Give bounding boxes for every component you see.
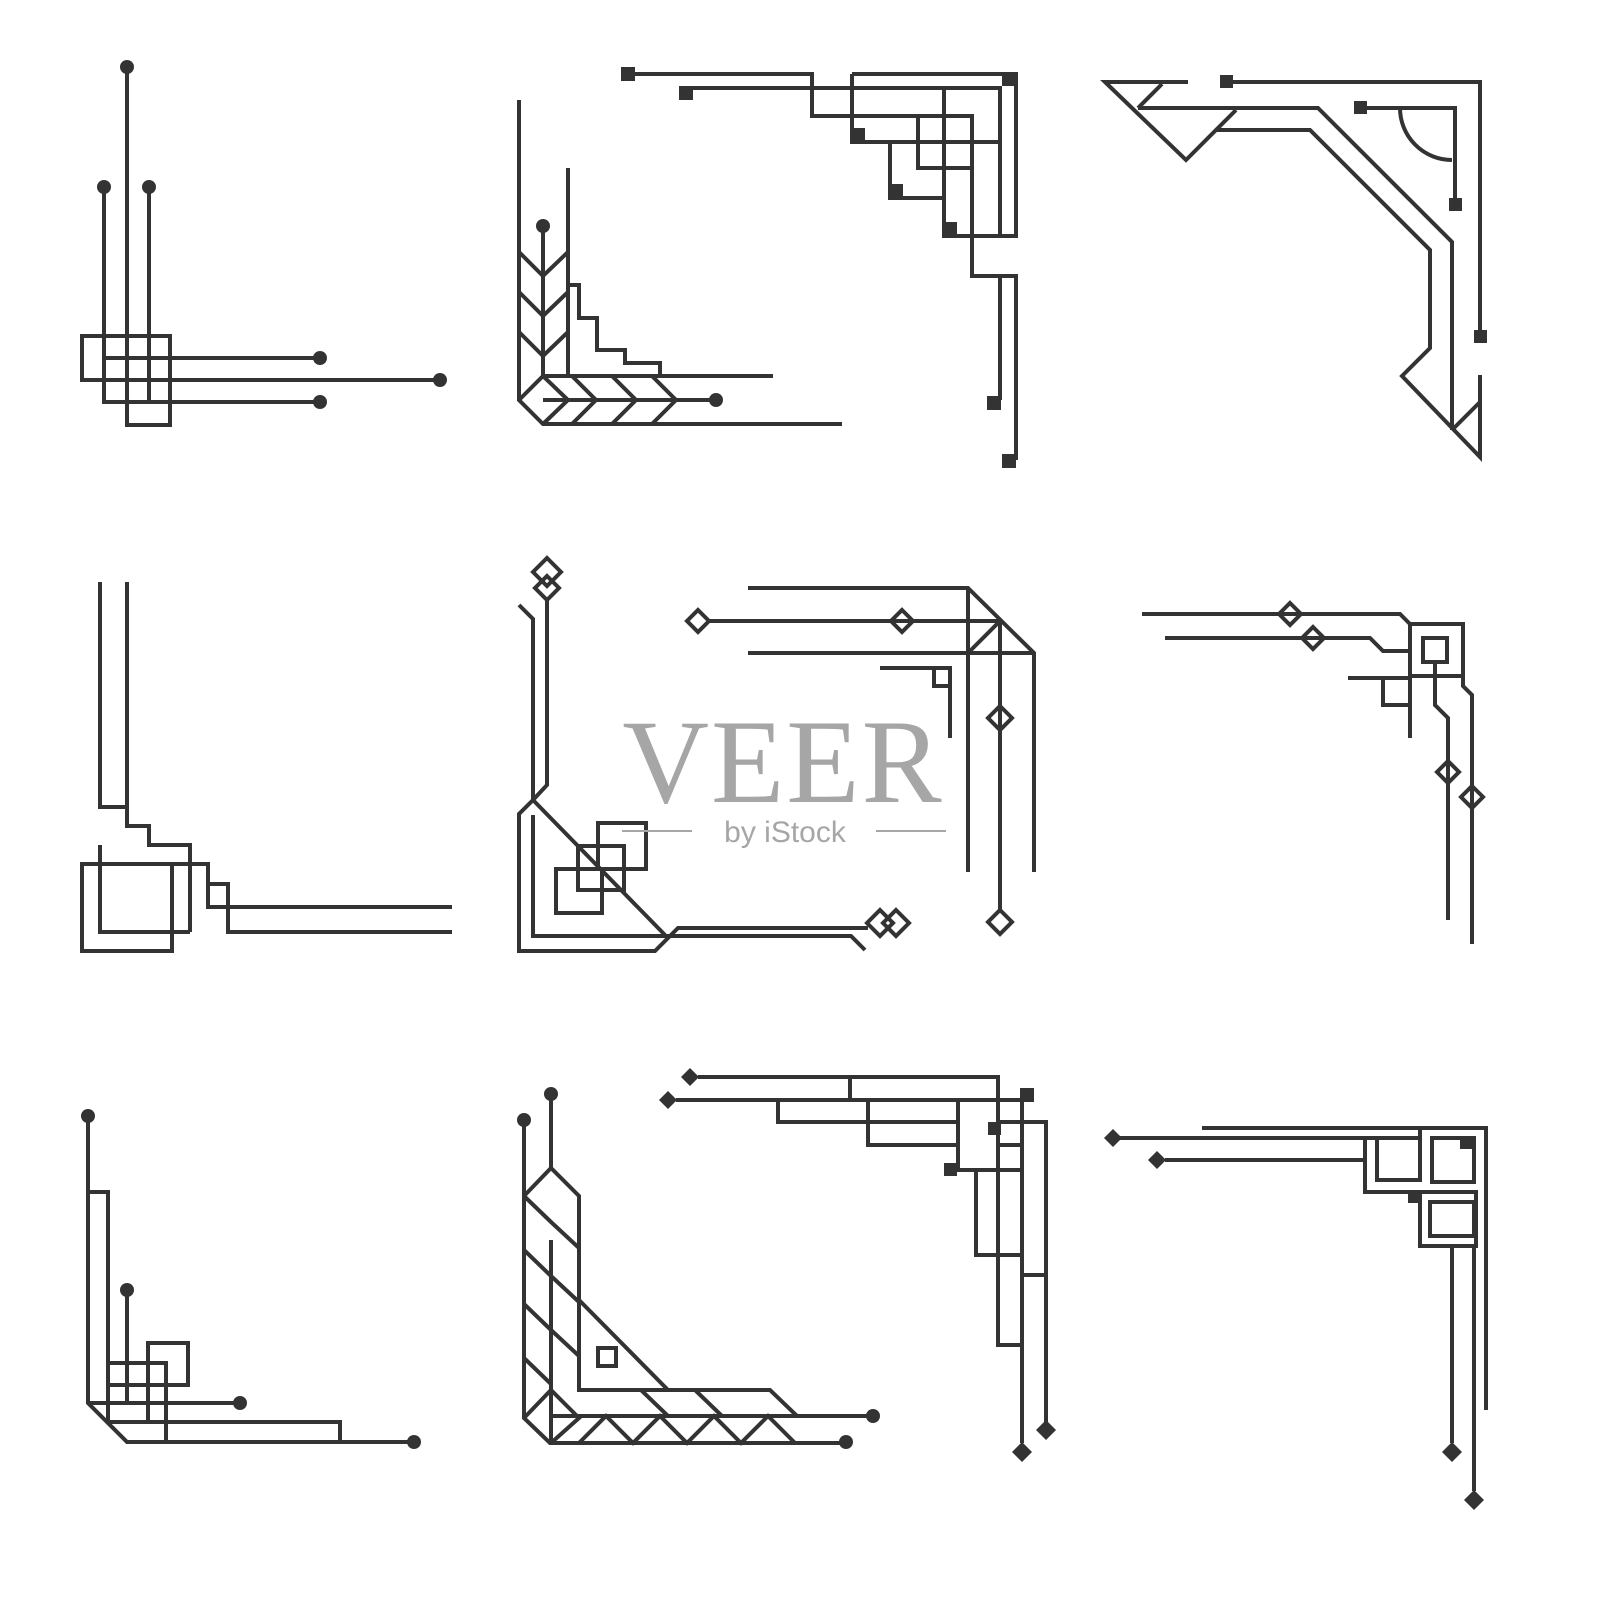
ornament-lines bbox=[522, 1094, 873, 1446]
corner-ornament-2 bbox=[517, 100, 842, 426]
ornament-diamond bbox=[1434, 758, 1462, 786]
ornament-dot bbox=[517, 1113, 531, 1127]
ornament-diamond bbox=[880, 907, 912, 939]
ornament-diamond bbox=[864, 907, 896, 939]
corner-ornament-12 bbox=[1104, 1126, 1488, 1510]
ornament-square bbox=[944, 222, 957, 235]
ornament-square bbox=[890, 184, 903, 197]
ornament-lines bbox=[1120, 1126, 1488, 1491]
ornament-diamond bbox=[1148, 1151, 1166, 1169]
ornament-dot bbox=[433, 373, 447, 387]
ornament-square bbox=[1020, 1088, 1034, 1102]
ornament-lines bbox=[80, 582, 452, 953]
ornament-square bbox=[1002, 454, 1016, 468]
ornament-square bbox=[1408, 1190, 1421, 1203]
ornament-dot bbox=[97, 180, 111, 194]
ornament-square bbox=[1354, 101, 1367, 114]
ornament-diamond bbox=[888, 607, 916, 635]
ornament-diamond bbox=[681, 1068, 699, 1086]
ornament-dot bbox=[233, 1396, 247, 1410]
ornament-dot bbox=[536, 219, 550, 233]
ornament-square bbox=[852, 128, 865, 141]
ornament-diamond bbox=[1036, 1420, 1056, 1440]
ornament-square bbox=[1220, 75, 1233, 88]
ornament-lines bbox=[628, 72, 1018, 460]
ornament-lines bbox=[80, 67, 440, 427]
ornament-square bbox=[988, 1122, 1001, 1135]
ornament-square bbox=[944, 1163, 957, 1176]
corner-ornament-11 bbox=[659, 1068, 1056, 1462]
corner-ornament-10 bbox=[517, 1087, 880, 1449]
corner-ornament-7 bbox=[684, 586, 1036, 937]
corner-ornament-3 bbox=[621, 67, 1018, 468]
ornament-square bbox=[987, 396, 1001, 410]
ornament-lines bbox=[1142, 612, 1474, 944]
corner-ornament-5 bbox=[80, 582, 452, 953]
ornament-diamond bbox=[1104, 1129, 1122, 1147]
ornament-lines bbox=[1100, 80, 1482, 462]
ornament-diamond bbox=[985, 703, 1015, 733]
ornament-dot bbox=[407, 1435, 421, 1449]
ornament-lines bbox=[517, 100, 842, 426]
ornament-dot bbox=[142, 180, 156, 194]
ornament-dot bbox=[313, 395, 327, 409]
ornament-diamond bbox=[1276, 600, 1304, 628]
watermark: VEER by iStock bbox=[622, 695, 946, 849]
ornament-lines bbox=[710, 586, 1036, 910]
corner-ornament-9 bbox=[81, 1109, 421, 1449]
ornament-square bbox=[1449, 198, 1462, 211]
ornament-box bbox=[576, 844, 626, 892]
ornament-diamond bbox=[659, 1091, 677, 1109]
ornament-diamond bbox=[1299, 624, 1327, 652]
ornament-lines bbox=[676, 1075, 1048, 1443]
ornament-dot bbox=[544, 1087, 558, 1101]
ornament-diamond bbox=[684, 607, 712, 635]
ornament-diamond bbox=[985, 907, 1015, 937]
ornament-diamond bbox=[1012, 1442, 1032, 1462]
ornament-dot bbox=[81, 1109, 95, 1123]
ornament-dot bbox=[866, 1409, 880, 1423]
ornament-square bbox=[621, 67, 635, 81]
ornament-diamond bbox=[1464, 1490, 1484, 1510]
ornament-dot bbox=[120, 1283, 134, 1297]
ornament-dot bbox=[313, 351, 327, 365]
watermark-brand: VEER bbox=[622, 695, 943, 828]
ornament-diamond bbox=[532, 573, 562, 603]
ornament-diamond bbox=[1442, 1442, 1462, 1462]
corner-ornament-1 bbox=[80, 60, 447, 427]
corner-ornament-8 bbox=[1142, 600, 1486, 944]
watermark-tagline: by iStock bbox=[724, 816, 847, 849]
ornament-dot bbox=[839, 1435, 853, 1449]
ornament-square bbox=[679, 86, 693, 100]
ornament-box bbox=[596, 1346, 618, 1368]
ornament-square bbox=[1474, 330, 1487, 343]
ornament-diamond bbox=[1458, 783, 1486, 811]
ornament-dot bbox=[120, 60, 134, 74]
corner-ornament-6 bbox=[517, 555, 912, 953]
ornament-diamond bbox=[530, 555, 564, 589]
ornament-lines bbox=[86, 1116, 410, 1444]
ornament-dot bbox=[709, 393, 723, 407]
ornament-square bbox=[1002, 72, 1016, 86]
corner-ornament-4 bbox=[1100, 75, 1487, 462]
ornament-square bbox=[1460, 1136, 1473, 1149]
